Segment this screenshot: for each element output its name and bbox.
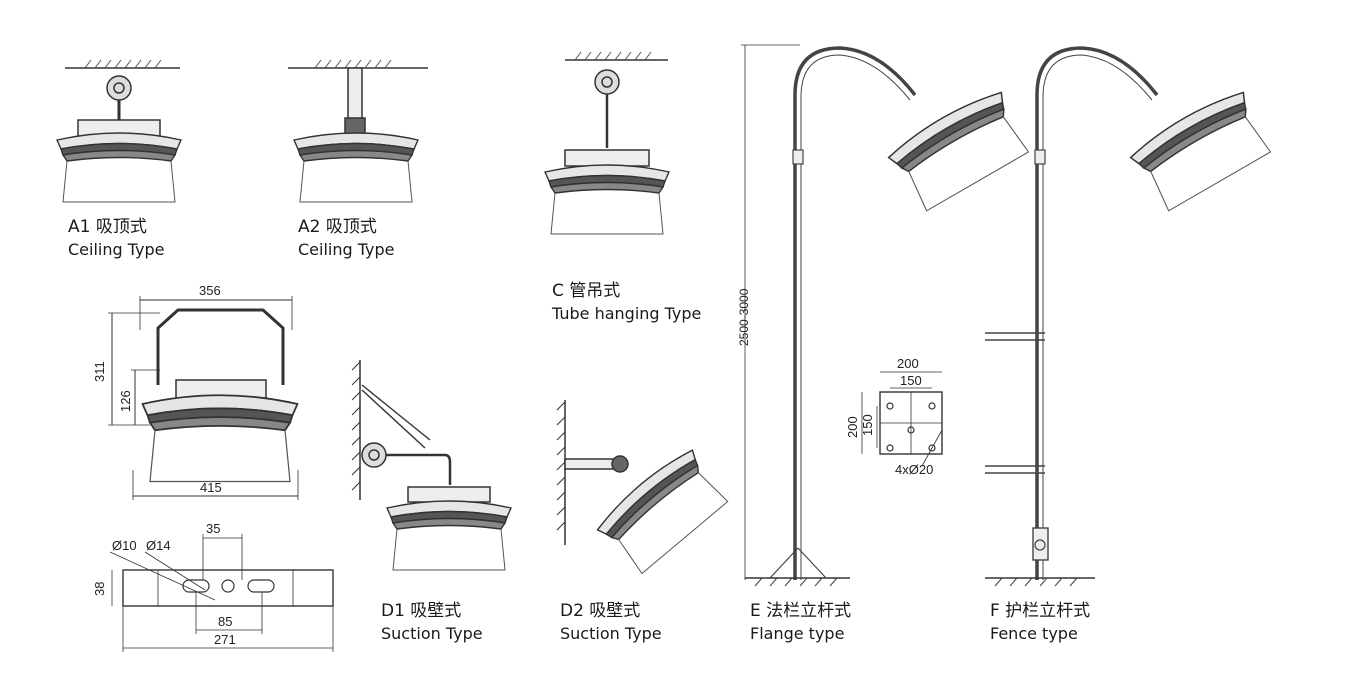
dim-flange-holes: 4xØ20 [895,462,933,477]
figure-d1-wall [351,360,512,571]
label-d1-code: D1 吸壁式 [381,601,462,621]
dim-flange-150: 150 [900,373,922,388]
figure-bracket-dimension [109,534,334,652]
label-f-type: Fence type [990,623,1078,643]
label-d2-code: D2 吸壁式 [560,601,641,621]
label-f-code: F 护栏立杆式 [990,601,1091,621]
label-c-code: C 管吊式 [552,281,621,301]
dim-356: 356 [199,283,221,298]
label-a2: A2 吸顶式 Ceiling Type [298,217,395,259]
dim-126: 126 [118,390,133,412]
dim-flange-200: 200 [897,356,919,371]
figure-e-flange-pole [741,44,1035,587]
label-d1: D1 吸壁式 Suction Type [381,601,483,643]
dim-pole-height: 2500-3000 [737,288,751,346]
dim-flange-200-v: 200 [845,416,860,438]
figure-a1-ceiling [56,59,182,203]
dim-85: 85 [218,614,232,629]
label-e-code: E 法栏立杆式 [750,601,852,621]
dim-35: 35 [206,521,220,536]
label-d2: D2 吸壁式 Suction Type [560,601,662,643]
dim-d10: Ø10 [112,538,137,553]
label-e: E 法栏立杆式 Flange type [750,601,852,643]
dim-271: 271 [214,632,236,647]
label-c-type: Tube hanging Type [552,303,702,323]
label-a2-code: A2 吸顶式 [298,217,377,237]
label-d2-type: Suction Type [560,623,662,643]
label-d1-type: Suction Type [381,623,483,643]
label-e-type: Flange type [750,623,845,643]
figure-c-tube-hanging [544,51,670,235]
figure-f-fence-pole [985,46,1277,587]
dim-415: 415 [200,480,222,495]
dim-38: 38 [92,582,107,596]
label-a1: A1 吸顶式 Ceiling Type [68,217,165,259]
figure-a2-ceiling [288,59,428,203]
figure-dimension-front [108,296,299,500]
dim-flange-150-v: 150 [860,414,875,436]
label-a1-code: A1 吸顶式 [68,217,147,237]
dim-d14: Ø14 [146,538,171,553]
figure-flange-plate [861,371,943,467]
label-a2-type: Ceiling Type [298,239,395,259]
label-a1-type: Ceiling Type [68,239,165,259]
label-c: C 管吊式 Tube hanging Type [552,281,702,323]
figure-d2-wall [556,400,734,579]
dim-311: 311 [92,361,107,382]
label-f: F 护栏立杆式 Fence type [990,601,1091,643]
